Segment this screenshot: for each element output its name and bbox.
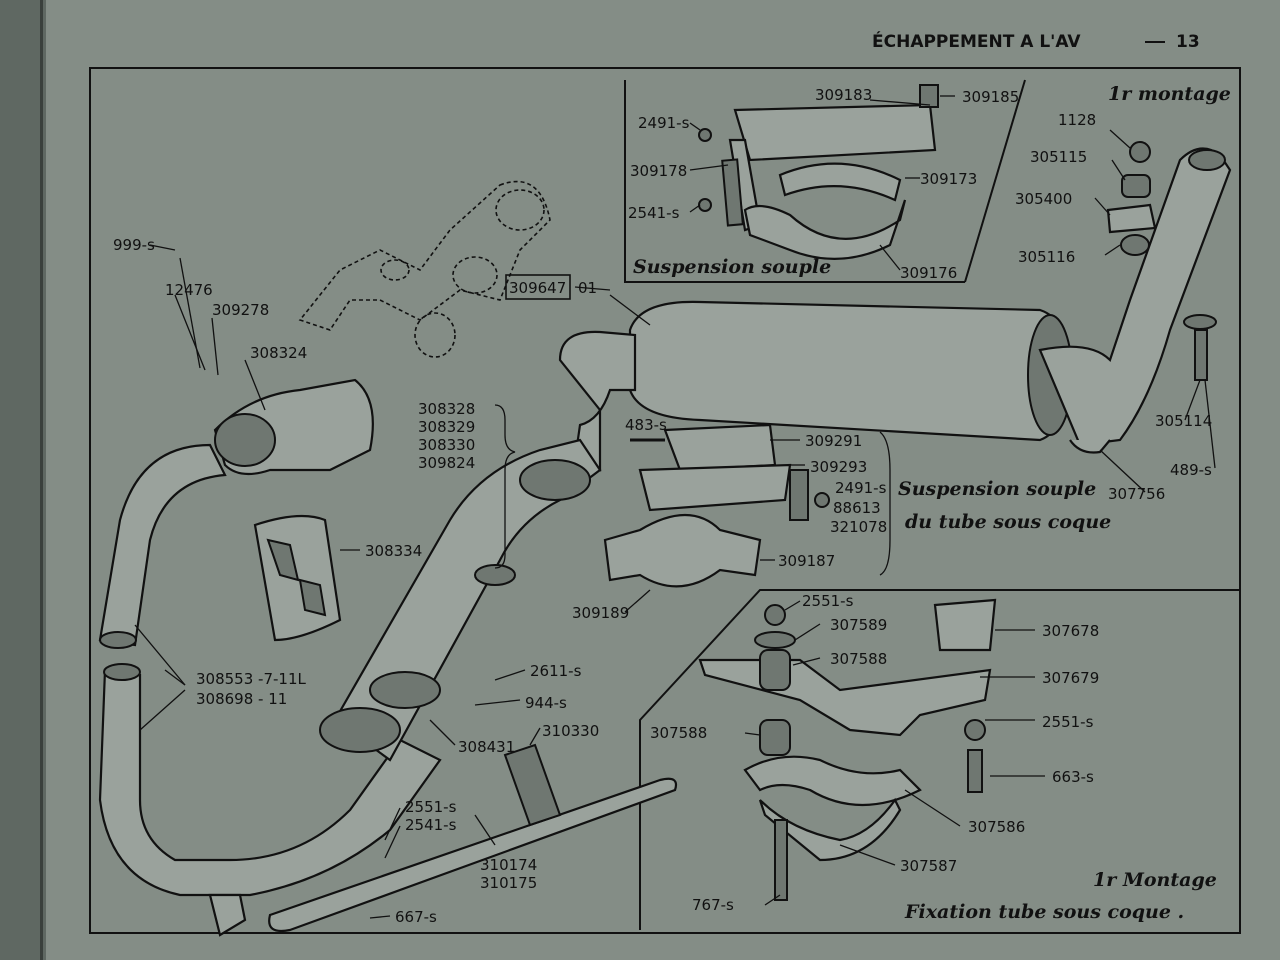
part-label: 01 <box>578 279 597 297</box>
part-label: 2551-s <box>802 592 854 610</box>
previous-page-edge <box>0 0 46 960</box>
caption-first-assembly-top: 1r montage <box>1108 83 1231 105</box>
part-label: 310330 <box>542 722 599 740</box>
page-title: ÉCHAPPEMENT A L'AV <box>872 30 1081 52</box>
leader-lines <box>134 95 1216 919</box>
part-label: 305116 <box>1018 248 1075 266</box>
part-label: 308328 <box>418 400 475 418</box>
part-label: 309189 <box>572 604 629 622</box>
part-label: 309178 <box>630 162 687 180</box>
part-label: 1128 <box>1058 111 1096 129</box>
part-label: 321078 <box>830 518 887 536</box>
part-label: 308329 <box>418 418 475 436</box>
part-label: 310174 <box>480 856 537 874</box>
mid-suspension-parts <box>603 423 830 588</box>
part-label: 2551-s <box>405 798 457 816</box>
part-label: 309173 <box>920 170 977 188</box>
part-label: 305115 <box>1030 148 1087 166</box>
part-label: 944-s <box>525 694 567 712</box>
part-label: 309187 <box>778 552 835 570</box>
part-label: 305114 <box>1155 412 1212 430</box>
part-label: 2611-s <box>530 662 582 680</box>
part-label: 307586 <box>968 818 1025 836</box>
page-gutter <box>40 0 43 960</box>
part-label: 489-s <box>1170 461 1212 479</box>
part-label: 309176 <box>900 264 957 282</box>
part-label: 308334 <box>365 542 422 560</box>
part-label: 308698 - 11 <box>196 690 287 708</box>
part-label-boxed: 309647 <box>509 279 566 297</box>
part-label: 308324 <box>250 344 307 362</box>
part-label: 309183 <box>815 86 872 104</box>
part-label: 307756 <box>1108 485 1165 503</box>
part-label: 307588 <box>830 650 887 668</box>
stay-rod <box>268 777 678 933</box>
part-label: 309293 <box>810 458 867 476</box>
part-label: 309185 <box>962 88 1019 106</box>
part-label: 12476 <box>165 281 213 299</box>
heat-shield-plate <box>253 514 342 642</box>
part-label: 767-s <box>692 896 734 914</box>
part-label: 308330 <box>418 436 475 454</box>
part-label: 2551-s <box>1042 713 1094 731</box>
part-label: 310175 <box>480 874 537 892</box>
part-label: 2491-s <box>638 114 690 132</box>
part-label: 305400 <box>1015 190 1072 208</box>
caption-mid-suspension-1: Suspension souple <box>898 478 1096 500</box>
first-assembly-top-parts <box>1106 141 1217 381</box>
part-label: 667-s <box>395 908 437 926</box>
part-label: 2491-s <box>835 479 887 497</box>
part-label: 309278 <box>212 301 269 319</box>
part-label: 88613 <box>833 499 881 517</box>
part-label: 663-s <box>1052 768 1094 786</box>
intermediate-tube <box>319 438 602 762</box>
part-label: 307588 <box>650 724 707 742</box>
caption-top-suspension: Suspension souple <box>633 256 831 278</box>
muffler <box>558 147 1232 472</box>
spacer-tube <box>503 743 562 827</box>
highlighted-part-box <box>505 274 571 300</box>
caption-fixation: Fixation tube sous coque . <box>904 901 1184 923</box>
part-label: 309824 <box>418 454 475 472</box>
part-label: 999-s <box>113 236 155 254</box>
part-label: 307678 <box>1042 622 1099 640</box>
diagram-frames <box>89 67 1241 934</box>
part-label: 308431 <box>458 738 515 756</box>
part-label: 307587 <box>900 857 957 875</box>
fixation-parts <box>698 598 997 901</box>
part-label: 2541-s <box>405 816 457 834</box>
page-number: 13 <box>1176 32 1200 52</box>
part-label: 308553 -7-11L <box>196 670 306 688</box>
part-label: 2541-s <box>628 204 680 222</box>
caption-mid-suspension-2: du tube sous coque <box>905 511 1111 533</box>
part-label: 307589 <box>830 616 887 634</box>
exhaust-manifold <box>213 180 551 476</box>
part-label: 309291 <box>805 432 862 450</box>
top-suspension-parts <box>698 84 939 260</box>
caption-first-assembly-bottom: 1r Montage <box>1093 869 1217 891</box>
part-labels: 309183 309185 2491-s 309178 309173 2541-… <box>113 83 1231 926</box>
part-label: 307679 <box>1042 669 1099 687</box>
part-label: 483-s <box>625 416 667 434</box>
